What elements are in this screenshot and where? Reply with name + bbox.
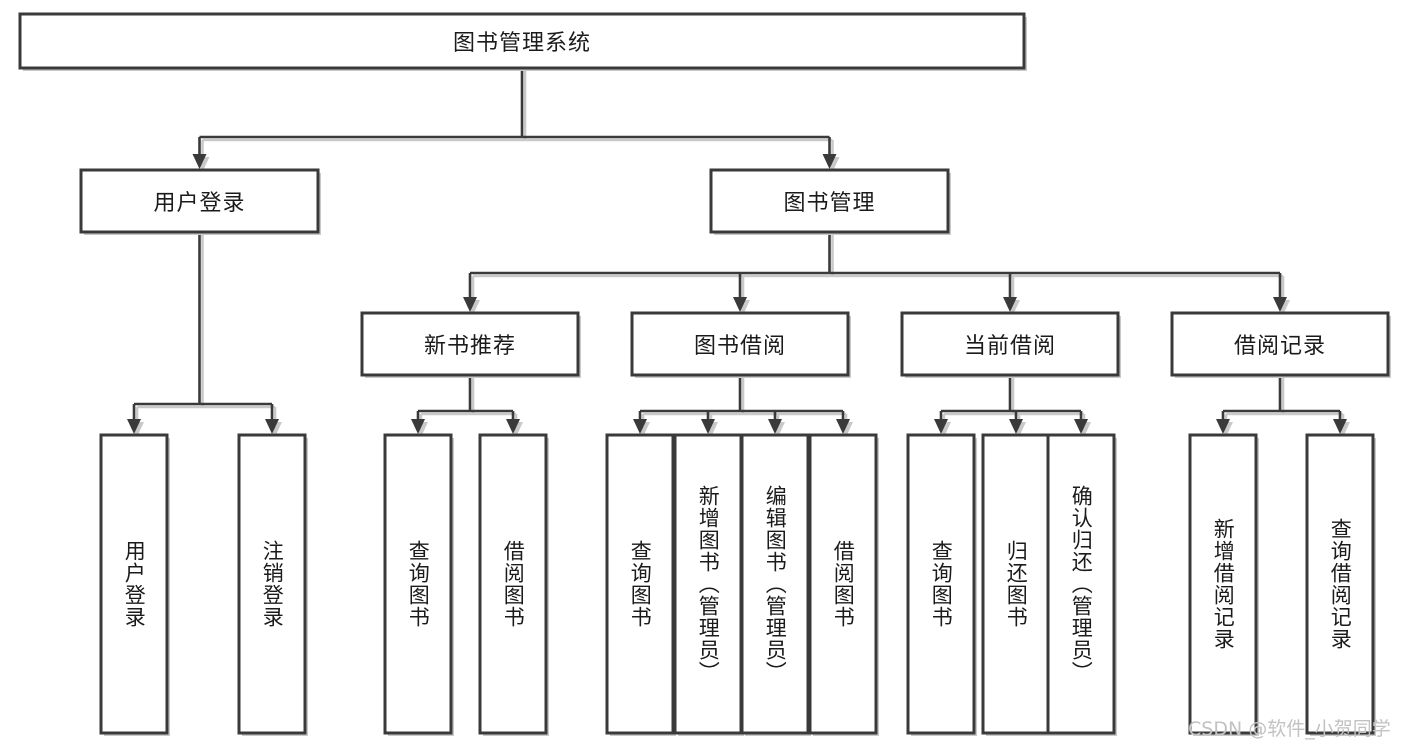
node-box-leaf-add-book-admin[interactable]: [673, 433, 743, 735]
node-box-root[interactable]: [18, 12, 1026, 70]
node-box-leaf-confirm-return-admin[interactable]: [1046, 433, 1116, 735]
connectors-layer: [127, 68, 1350, 437]
watermark-text: CSDN @软件_小贺同学: [1188, 718, 1391, 740]
node-box-leaf-query-book-borrow[interactable]: [605, 433, 675, 735]
node-box-book-borrow[interactable]: [630, 311, 850, 377]
node-box-leaf-return-book[interactable]: [981, 433, 1051, 735]
node-box-leaf-borrow-book-rec[interactable]: [478, 433, 548, 735]
node-box-leaf-query-book-current[interactable]: [906, 433, 976, 735]
node-box-current-borrow[interactable]: [900, 311, 1120, 377]
node-box-new-book-recommend[interactable]: [360, 311, 580, 377]
node-box-user-login[interactable]: [79, 168, 320, 234]
node-box-leaf-query-borrow-record[interactable]: [1305, 433, 1375, 735]
node-box-leaf-logout[interactable]: [237, 433, 307, 735]
node-box-leaf-borrow-book[interactable]: [808, 433, 878, 735]
node-box-borrow-record[interactable]: [1170, 311, 1390, 377]
node-box-book-manage[interactable]: [709, 168, 950, 234]
node-box-leaf-add-borrow-record[interactable]: [1188, 433, 1258, 735]
node-box-leaf-query-book-rec[interactable]: [383, 433, 453, 735]
boxes-layer: [18, 12, 1391, 736]
node-box-leaf-edit-book-admin[interactable]: [740, 433, 810, 735]
node-box-leaf-user-login[interactable]: [99, 433, 169, 735]
